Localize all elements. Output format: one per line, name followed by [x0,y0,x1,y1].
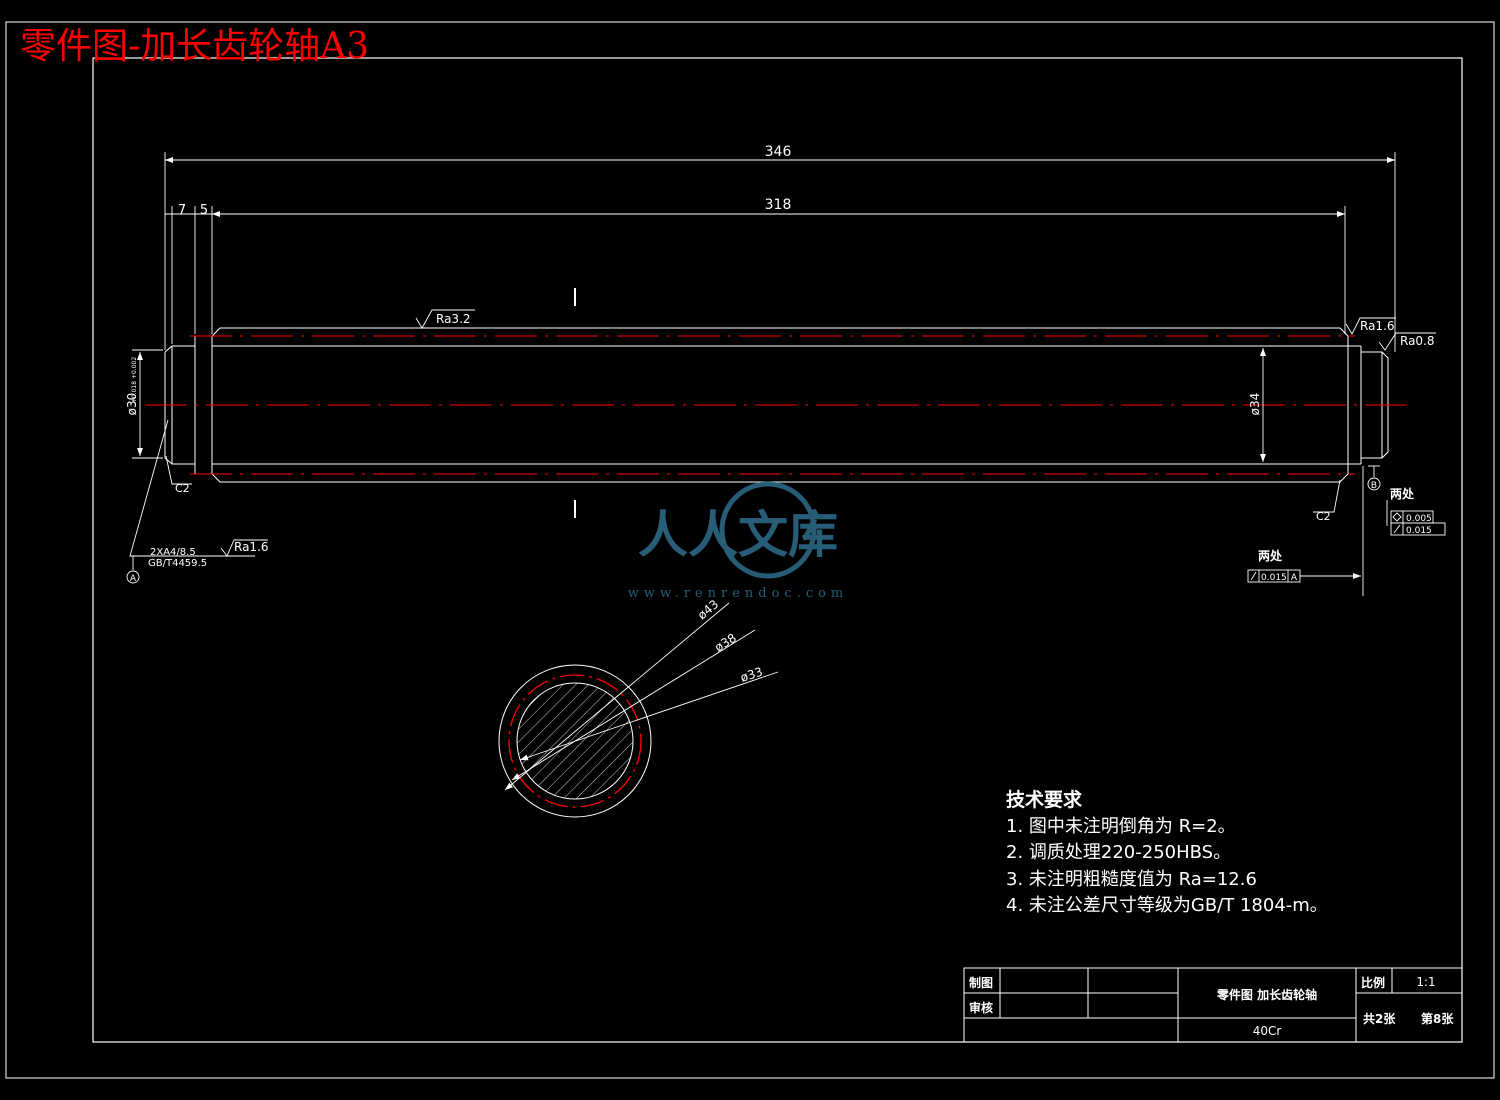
chamfer-right-label: C2 [1316,510,1331,523]
watermark-logo: 人人文库 www.renrendoc.com [628,481,849,601]
roughness-right-shaft-label: Ra0.8 [1400,334,1435,348]
technical-requirements: 技术要求 1. 图中未注明倒角为 R=2。 2. 调质处理220-250HBS。… [1006,788,1328,916]
tolerance-bottom-datum: A [1291,573,1298,583]
tolerance-right-2: 0.015 [1406,526,1432,536]
title-block-drawn: 制图 [969,975,993,990]
section-d38: ø38 [712,631,739,655]
title-block-part-name: 零件图 加长齿轮轴 [1216,987,1317,1002]
dim-left-diameter-tol: +0.018 +0.002 [131,357,138,403]
tolerance-right-note: 两处 [1390,486,1415,501]
roughness-right-shaft [1378,332,1436,351]
roughness-top-label: Ra3.2 [436,312,471,326]
tech-item-2: 2. 调质处理220-250HBS。 [1006,842,1231,863]
datum-a-label: A [130,574,137,584]
tech-item-4: 4. 未注公差尺寸等级为GB/T 1804-m。 [1006,895,1328,916]
dim-body-length: 318 [765,197,792,213]
datum-b-label: B [1371,481,1377,491]
tolerance-frame-bottom [1247,569,1361,583]
center-hole-spec: 2XA4/8.5 [150,547,196,558]
roughness-center-hole-label: Ra1.6 [234,540,269,554]
tolerance-bottom-note: 两处 [1258,548,1283,563]
tolerance-frame-right [1386,500,1446,536]
watermark-url: www.renrendoc.com [628,586,849,601]
center-hole-callout [126,419,268,584]
title-block-sheets-total: 共2张 [1363,1011,1396,1026]
dimension-lines [132,152,1396,596]
dim-overall-length: 346 [765,144,792,160]
inner-frame [92,57,1463,1043]
title-block-scale-value: 1:1 [1416,975,1435,989]
roughness-right-chamfer-label: Ra1.6 [1360,319,1395,333]
chamfer-leaders [165,455,1341,513]
tech-item-1: 1. 图中未注明倒角为 R=2。 [1006,816,1236,837]
dim-left-diameter: ø30 [125,393,139,416]
title-block [963,967,1463,1043]
tech-item-3: 3. 未注明粗糙度值为 Ra=12.6 [1006,869,1257,890]
dim-step-7: 7 [178,203,186,218]
tolerance-bottom-value: 0.015 [1261,573,1287,583]
centerlines [145,335,1410,475]
datum-b-symbol [1367,465,1381,491]
tolerance-right-1: 0.005 [1406,514,1432,524]
dim-step-5: 5 [200,203,208,218]
roughness-top [415,309,475,329]
title-block-checked: 审核 [969,1000,993,1015]
watermark-text: 人人文库 [638,505,838,564]
section-d33: ø33 [739,665,765,685]
outer-frame [5,21,1495,1079]
tech-heading: 技术要求 [1006,788,1083,811]
title-block-material: 40Cr [1253,1024,1282,1038]
roughness-right-chamfer [1345,317,1396,335]
title-block-scale-label: 比例 [1361,975,1385,990]
chamfer-left-label: C2 [175,482,190,495]
center-hole-standard: GB/T4459.5 [148,558,207,569]
drawing-title: 零件图-加长齿轮轴A3 [20,26,369,67]
section-diameter-leaders [504,602,779,791]
title-block-sheet-no: 第8张 [1421,1011,1454,1026]
dim-body-diameter: ø34 [1248,393,1262,416]
